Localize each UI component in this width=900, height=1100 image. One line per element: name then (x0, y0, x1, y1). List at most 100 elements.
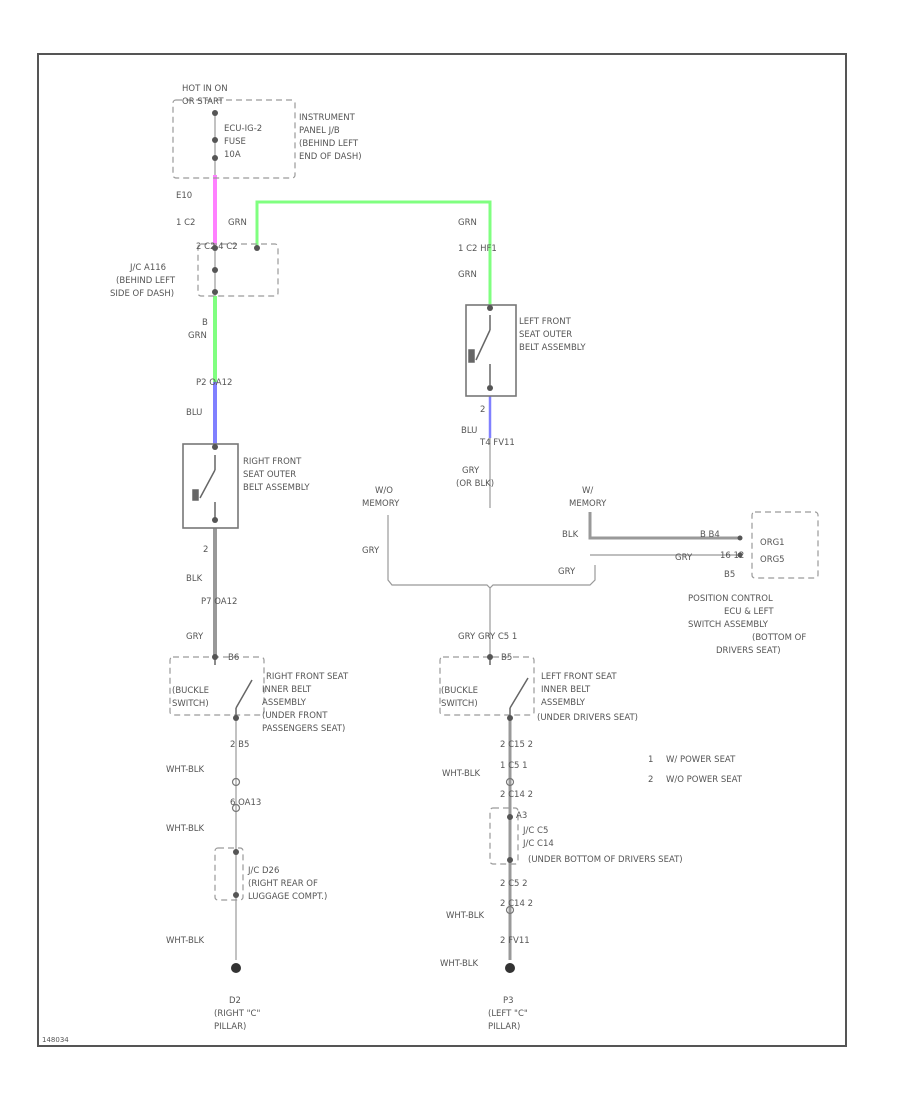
connector-dots (212, 110, 743, 898)
left-buckle-switch (489, 655, 529, 720)
label-fuse-word: FUSE (224, 137, 246, 147)
label-pin-2b: 2 (480, 405, 485, 415)
label-ground-r-3: PILLAR) (214, 1022, 246, 1032)
label-rp-pins-1: 2 B5 (230, 740, 249, 750)
label-gry-or-blk-2: (OR BLK) (456, 479, 494, 489)
label-conn-fv11: T4 FV11 (479, 438, 515, 448)
label-rp-wb-2: WHT-BLK (166, 824, 205, 834)
label-pin-e10: E10 (176, 191, 192, 201)
label-pin-2a: 2 (203, 545, 208, 555)
label-wire-grn-3: GRN (458, 270, 477, 280)
diagram-labels: HOT IN ON OR START ECU-IG-2 FUSE 10A INS… (42, 84, 806, 1044)
label-hot-in-on: HOT IN ON (182, 84, 228, 94)
connector-circles (231, 777, 515, 915)
label-wire-grn-1: GRN (228, 218, 247, 228)
label-lp-wb-1: WHT-BLK (442, 769, 481, 779)
label-pcon-2: ECU & LEFT (724, 607, 774, 617)
label-pins-far-1: B B4 (700, 530, 720, 540)
label-wo-memory-1: W/O (375, 486, 393, 496)
label-jc-1: J/C A116 (129, 263, 166, 273)
legend-1-num: 1 (648, 755, 653, 765)
left-outer-belt-switch (468, 315, 491, 385)
label-pcon-inside-2: ORG5 (760, 555, 785, 565)
wire-wo-memory (387, 515, 491, 589)
right-outer-belt-switch (192, 455, 216, 520)
label-conn-p7: P7 OA12 (201, 597, 237, 607)
ground-left-icon (505, 963, 515, 973)
label-conn-c2-top: 1 C2 (176, 218, 195, 228)
legend-1-text: W/ POWER SEAT (666, 755, 736, 765)
label-lf-outer-3: BELT ASSEMBLY (519, 343, 586, 353)
legend-2-num: 2 (648, 775, 653, 785)
label-jc-2: (BEHIND LEFT (116, 276, 176, 286)
label-lf-buckle-pin: B5 (501, 653, 512, 663)
label-wo-memory-2: MEMORY (362, 499, 400, 509)
label-lp-pins-1: 2 C15 2 (500, 740, 533, 750)
label-rp-pins-2: 6 OA13 (230, 798, 261, 808)
label-wire-blk: BLK (186, 574, 203, 584)
label-ipj-1: INSTRUMENT (299, 113, 356, 123)
label-wire-grn-2: GRN (458, 218, 477, 228)
label-pcon-3: SWITCH ASSEMBLY (688, 620, 769, 630)
label-lf-inner-1: LEFT FRONT SEAT (541, 672, 617, 682)
label-lp-pins-2: 1 C5 1 (500, 761, 528, 771)
label-conn-hf1: 1 C2 HF1 (458, 244, 497, 254)
label-lp-jc-3: (UNDER BOTTOM OF DRIVERS SEAT) (528, 855, 683, 865)
label-wire-gry-far: GRY (558, 567, 576, 577)
label-pcon-inside-1: ORG1 (760, 538, 785, 548)
label-rf-outer-2: SEAT OUTER (243, 470, 296, 480)
label-lf-buckle-a: (BUCKLE (441, 686, 478, 696)
label-rf-buckle-b: SWITCH) (172, 699, 209, 709)
jc-a116-box (197, 243, 279, 297)
label-pins-far-2: 16 12 (720, 551, 744, 561)
label-lp-pins-7: 2 FV11 (500, 936, 530, 946)
label-jc-pins: 2 C2 4 C2 (196, 242, 238, 252)
label-pins-far-3: B5 (724, 570, 735, 580)
label-ground-l-1: P3 (503, 996, 514, 1006)
jc-d26-box (214, 847, 244, 901)
label-rp-wb-1: WHT-BLK (166, 765, 205, 775)
label-pcon-1: POSITION CONTROL (688, 594, 773, 604)
label-wire-gry-mid: GRY (362, 546, 380, 556)
label-wire-blu-2: BLU (461, 426, 477, 436)
label-lf-outer-1: LEFT FRONT (519, 317, 572, 327)
label-lp-pins-6: 2 C14 2 (500, 899, 533, 909)
label-rp-jc-2: (RIGHT REAR OF (248, 879, 318, 889)
ip-junction-block-box (172, 99, 296, 179)
label-lp-pins-5: 2 C5 2 (500, 879, 528, 889)
footer-code: 148034 (42, 1036, 69, 1044)
right-outer-belt-box (182, 443, 239, 529)
label-or-start: OR START (182, 97, 224, 107)
wire-green-top (255, 200, 492, 305)
label-lf-outer-2: SEAT OUTER (519, 330, 572, 340)
label-wire-gry-r: GRY (675, 553, 693, 563)
label-rp-wb-3: WHT-BLK (166, 936, 205, 946)
ground-right-icon (231, 963, 241, 973)
label-fuse-amp: 10A (224, 150, 241, 160)
label-wire-grn-4: GRN (188, 331, 207, 341)
label-lf-buckle-b: SWITCH) (441, 699, 478, 709)
wire-w-memory (489, 565, 596, 589)
label-lp-pins-4: A3 (516, 811, 527, 821)
label-rf-inner-3: ASSEMBLY (262, 698, 307, 708)
label-conn-p2: P2 OA12 (196, 378, 232, 388)
label-rf-outer-1: RIGHT FRONT (243, 457, 302, 467)
label-ground-r-1: D2 (229, 996, 241, 1006)
wire-blk-to-ecu (588, 512, 740, 540)
label-pcon-4: (BOTTOM OF (752, 633, 806, 643)
label-w-memory-1: W/ (582, 486, 593, 496)
label-lf-inner-3: ASSEMBLY (541, 698, 586, 708)
label-fuse-name: ECU-IG-2 (224, 124, 262, 134)
label-lf-inner-4: (UNDER DRIVERS SEAT) (537, 713, 638, 723)
label-pcon-5: DRIVERS SEAT) (716, 646, 781, 656)
label-rf-outer-3: BELT ASSEMBLY (243, 483, 310, 493)
label-rf-inner-1: RIGHT FRONT SEAT (266, 672, 349, 682)
label-lp-wb-3: WHT-BLK (440, 959, 479, 969)
label-rf-buckle-pin: B6 (228, 653, 239, 663)
label-ground-l-2: (LEFT "C" (488, 1009, 528, 1019)
label-lp-pins-3: 2 C14 2 (500, 790, 533, 800)
jc-c5-c14-box (489, 807, 519, 865)
label-rf-inner-4: (UNDER FRONT (262, 711, 328, 721)
label-ipj-4: END OF DASH) (299, 152, 362, 162)
